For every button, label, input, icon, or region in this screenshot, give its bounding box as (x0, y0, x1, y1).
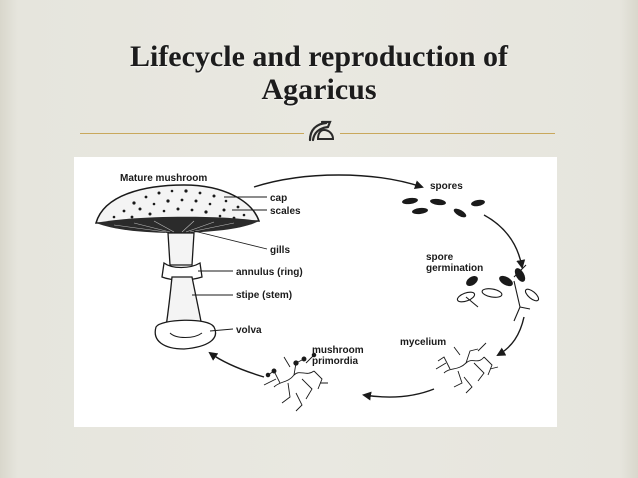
label-spore-germination-1: spore (426, 252, 454, 263)
title-line-1: Lifecycle and reproduction of (129, 40, 509, 73)
cycle-arrows (208, 174, 526, 401)
germinating-spores-drawing (456, 264, 540, 322)
label-mycelium: mycelium (400, 337, 446, 348)
ornament-icon (308, 120, 335, 142)
spores-drawing (402, 197, 485, 218)
label-spores: spores (430, 181, 463, 192)
label-primordia-2: primordia (312, 356, 359, 367)
arrow-to-mycelium (496, 316, 525, 356)
slide-title: Lifecycle and reproduction of Agaricus (50, 40, 588, 106)
title-rule-left (80, 133, 304, 134)
label-spore-germination-2: germination (426, 263, 483, 274)
mycelium-drawing (435, 342, 499, 394)
label-annulus: annulus (ring) (236, 267, 303, 278)
label-scales: scales (270, 206, 301, 217)
lifecycle-svg: Mature mushroom cap scales gills annulus… (95, 173, 540, 412)
primordia-drawing (263, 352, 328, 412)
label-volva: volva (236, 325, 262, 336)
label-gills: gills (270, 245, 290, 256)
label-cap: cap (270, 193, 287, 204)
leader-lines (192, 196, 268, 332)
lifecycle-diagram: Mature mushroom cap scales gills annulus… (74, 157, 557, 427)
arrow-to-primordia (362, 388, 435, 401)
title-rule-right (340, 133, 555, 134)
label-mature-mushroom: Mature mushroom (120, 173, 207, 184)
label-primordia-1: mushroom (312, 345, 364, 356)
arrow-to-germination (483, 214, 526, 269)
title-line-2: Agaricus (261, 73, 377, 106)
arrow-to-spores (253, 174, 424, 190)
arrow-to-mushroom (208, 351, 265, 378)
label-stipe: stipe (stem) (236, 290, 292, 301)
mature-mushroom-drawing (95, 184, 261, 350)
